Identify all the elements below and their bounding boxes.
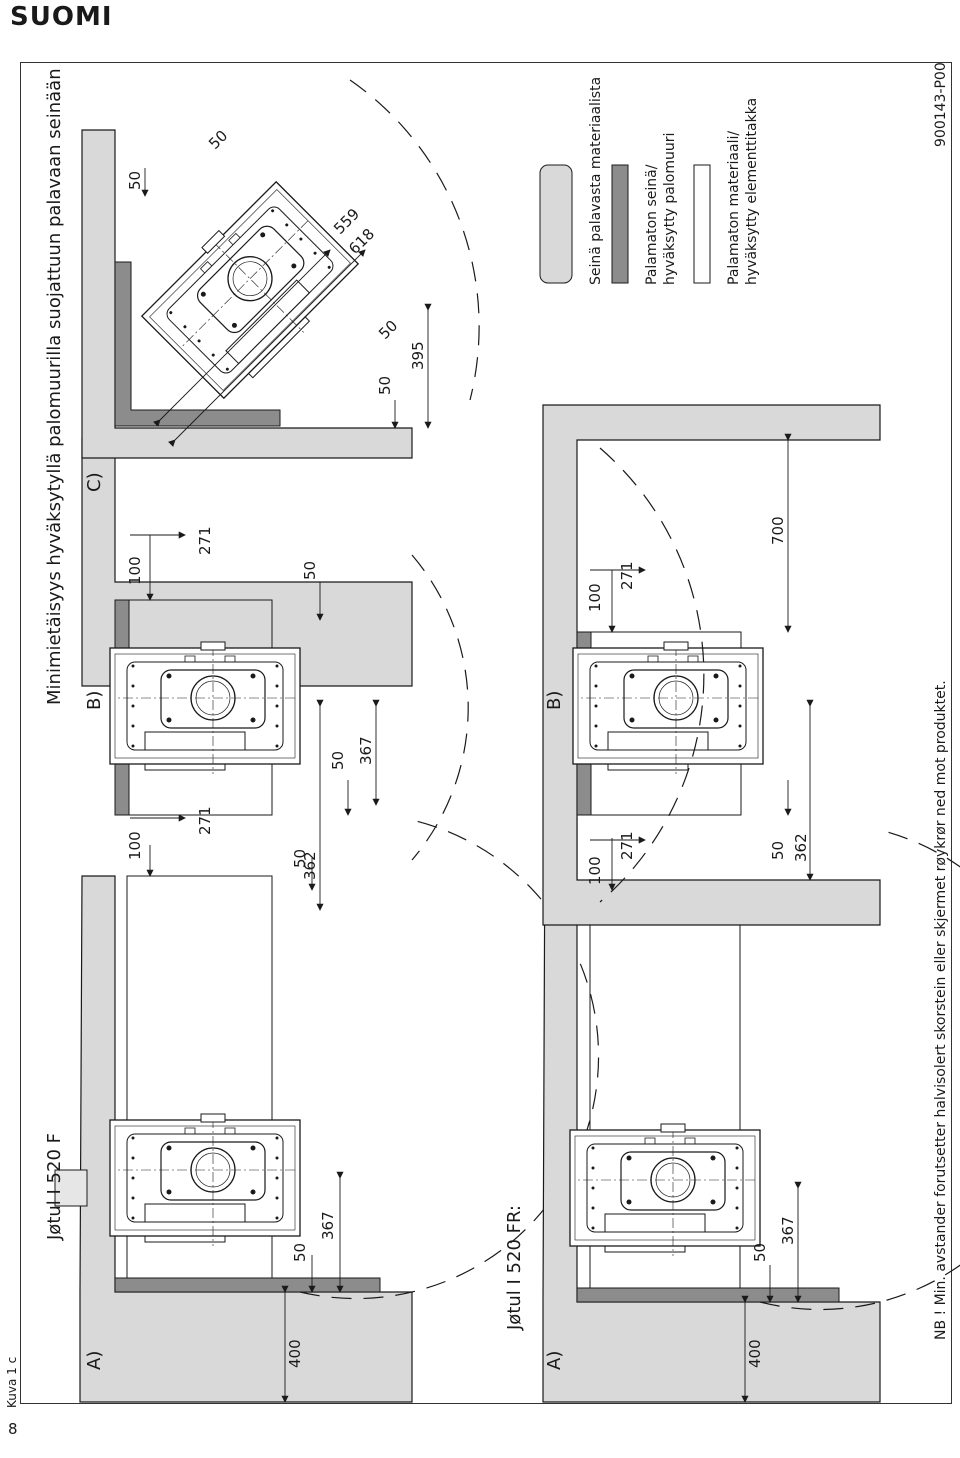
panel-fr-a-label: A) [544,1351,565,1370]
panel-fr-b-wall [542,404,881,926]
dim-50-c3: 50 [375,317,401,343]
figure-frame [20,62,952,1404]
min-distance-title: Minimietäisyys hyväksytyllä palomuurilla… [44,68,65,705]
dim-362-b: 362 [301,851,319,880]
page-number: 8 [8,1420,18,1438]
panel-b-insert [109,641,301,775]
figure-label: Kuva 1 c [5,1357,19,1408]
dim-50-b2: 50 [301,561,319,580]
dim-367-b: 367 [357,736,375,765]
f-model-title: Jøtul I 520 F [44,1133,65,1241]
panel-a-label: A) [84,1351,105,1370]
legend-swatch-firewall [611,164,629,284]
dim-400-a: 400 [286,1339,304,1368]
dim-100-a: 100 [126,831,144,860]
panel-c-insert [136,176,366,406]
dim-50-a2: 50 [291,849,309,868]
dim-367-fr: 367 [779,1216,797,1245]
legend-swatch-noncombustible [693,164,711,284]
dim-50-c2: 50 [205,127,231,153]
dim-100-b: 100 [126,556,144,585]
fr-model-title: Jøtul I 520 FR: [504,1205,525,1331]
legend-combustible-text: Seinä palavasta materiaalista [588,77,604,285]
dim-50-a: 50 [291,1243,309,1262]
dim-50-b: 50 [329,751,347,770]
legend-noncomb-text-2: hyväksytty elementtitakka [744,98,760,285]
chimney-pipe [54,1169,88,1207]
panel-a-surround [126,875,273,1279]
dim-50-fr-b: 50 [769,841,787,860]
dim-100-fr-a: 100 [586,856,604,885]
dim-271-b: 271 [196,526,214,555]
dim-271-a: 271 [196,806,214,835]
dim-50-fr: 50 [751,1243,769,1262]
dim-700: 700 [769,516,787,545]
legend-firewall-text-1: Palamaton seinä/ [644,164,660,285]
dim-271-fr-a: 271 [618,831,636,860]
panel-fr-b-label: B) [544,691,565,710]
footnote: NB ! Min. avstander forutsetter halvisol… [933,680,949,1340]
dim-100-fr-b: 100 [586,583,604,612]
dim-400-fr: 400 [746,1339,764,1368]
legend-firewall-text-2: hyväksytty palomuuri [662,133,678,285]
legend-swatch-combustible [539,164,573,284]
dim-395: 395 [409,341,427,370]
panel-a-insert [109,1113,301,1247]
panel-b-label: B) [84,691,105,710]
dim-50-c1: 50 [126,171,144,190]
dim-362-fr-b: 362 [792,833,810,862]
panel-a-clearance-arc [299,819,600,1300]
legend-noncomb-text-1: Palamaton materiaali/ [726,131,742,285]
panel-c-label: C) [84,472,105,492]
dim-271-fr-b: 271 [618,561,636,590]
part-code: 900143-P00 [933,62,949,147]
language-header: SUOMI [10,2,113,32]
dim-50-c4: 50 [376,376,394,395]
dim-367-a: 367 [319,1211,337,1240]
panel-fr-a-insert [569,1123,761,1257]
panel-fr-b-insert [572,641,764,775]
